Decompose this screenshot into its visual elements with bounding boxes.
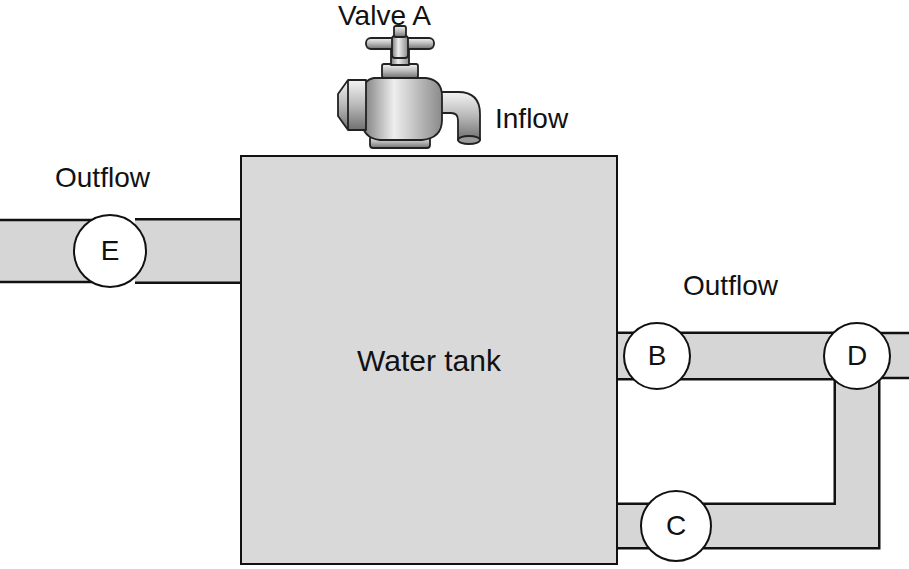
point-letter: C <box>666 511 686 542</box>
pipe-point-circle: E <box>73 214 147 288</box>
flow-label: Inflow <box>495 104 568 135</box>
pipe-point-circle: C <box>640 490 712 562</box>
valve-label: Valve A <box>338 1 431 32</box>
pipe-connector <box>679 356 835 357</box>
pipe-point-circle: B <box>623 322 691 390</box>
point-letter: D <box>847 341 867 372</box>
flow-label: Outflow <box>55 163 150 194</box>
point-letter: B <box>648 341 667 372</box>
point-letter: E <box>101 236 120 267</box>
faucet-valve <box>338 26 480 148</box>
pipe-connector <box>135 251 240 252</box>
tank-label: Water tank <box>357 344 501 377</box>
pipe-connector <box>700 378 857 526</box>
pipe-point-circle: D <box>823 322 891 390</box>
water-tank: Water tank <box>240 155 618 565</box>
flow-label: Outflow <box>683 271 778 302</box>
